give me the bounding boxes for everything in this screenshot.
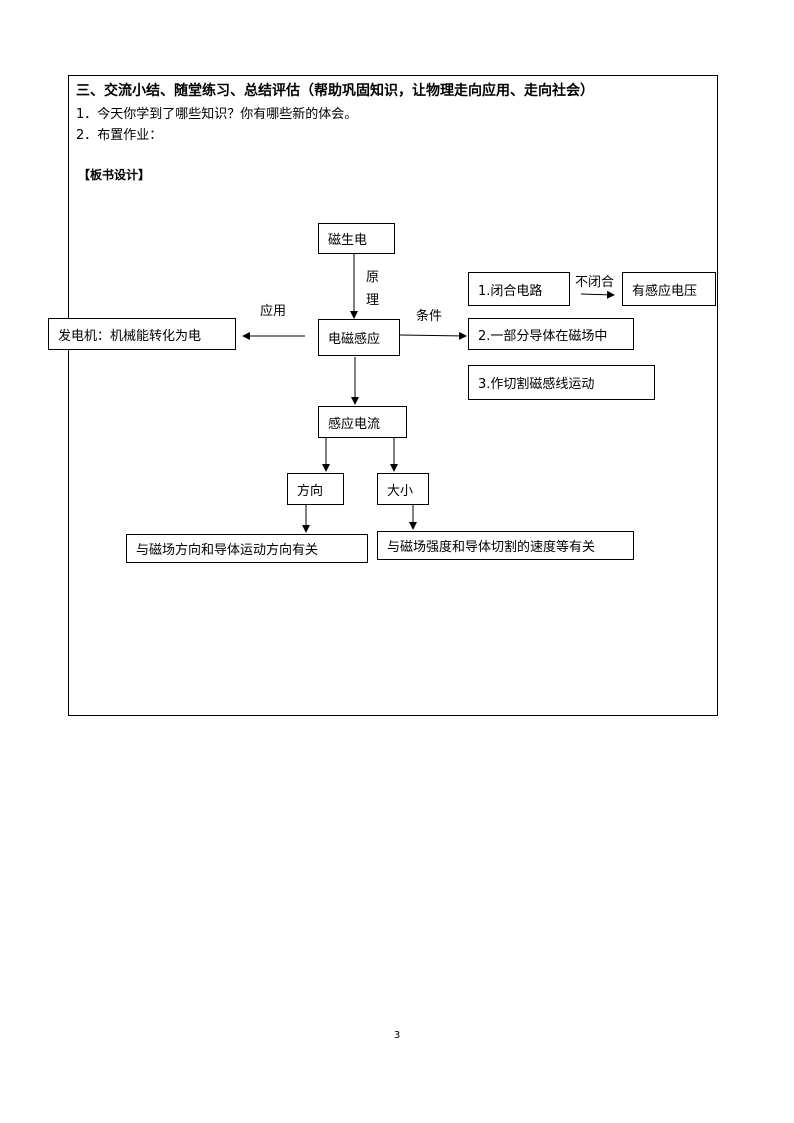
node-magnitude-factors: 与磁场强度和导体切割的速度等有关 xyxy=(377,531,634,560)
label-condition: 条件 xyxy=(416,309,443,324)
content-table-cell xyxy=(68,75,718,716)
arrow-not-closed xyxy=(580,290,615,299)
page-number: 3 xyxy=(393,1030,401,1041)
node-electromagnetism-generates-electricity: 磁生电 xyxy=(318,223,395,254)
node-generator: 发电机：机械能转化为电 xyxy=(48,318,236,350)
arrow-condition xyxy=(399,331,467,340)
node-condition-conductor-in-field: 2.一部分导体在磁场中 xyxy=(468,318,634,350)
label-application: 应用 xyxy=(260,304,287,319)
summary-question: 1．今天你学到了哪些知识？你有哪些新的体会。 xyxy=(76,107,358,122)
node-induced-voltage: 有感应电压 xyxy=(622,272,716,306)
label-not-closed: 不闭合 xyxy=(575,275,615,290)
board-design-title: 【板书设计】 xyxy=(78,168,151,182)
homework-line: 2．布置作业： xyxy=(76,128,163,143)
node-direction: 方向 xyxy=(287,473,344,505)
node-magnitude: 大小 xyxy=(377,473,429,505)
label-principle-2: 理 xyxy=(366,293,380,308)
node-condition-cutting-motion: 3.作切割磁感线运动 xyxy=(468,365,655,400)
node-condition-closed-circuit: 1.闭合电路 xyxy=(468,272,570,306)
section-heading: 三、交流小结、随堂练习、总结评估（帮助巩固知识，让物理走向应用、走向社会） xyxy=(76,83,594,99)
node-induced-current: 感应电流 xyxy=(318,406,407,438)
node-direction-factors: 与磁场方向和导体运动方向有关 xyxy=(126,534,368,563)
label-principle-1: 原 xyxy=(366,270,380,285)
node-electromagnetic-induction: 电磁感应 xyxy=(318,319,400,356)
